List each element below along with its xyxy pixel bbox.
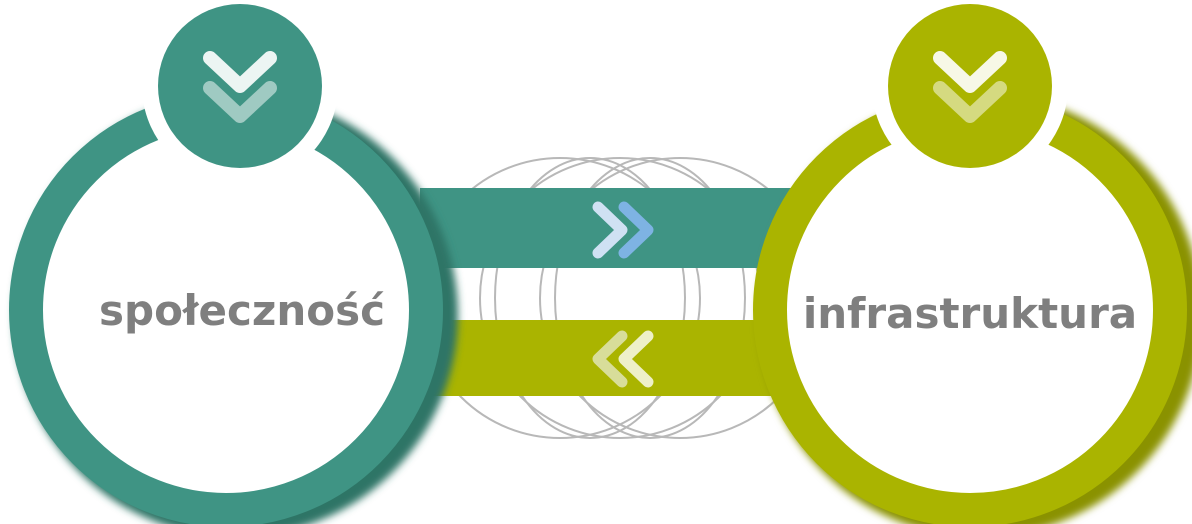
orbit-ring [494, 157, 686, 439]
right-node: infrastruktura [753, 0, 1192, 524]
connector-left-to-right [420, 188, 800, 268]
left-node-label: społeczność [99, 286, 385, 335]
connector-band-top [420, 188, 800, 268]
left-node: społeczność [9, 0, 458, 524]
double-chevron-down-icon [203, 51, 277, 123]
double-chevron-right-icon [592, 201, 654, 259]
double-chevron-left-icon [592, 330, 654, 388]
right-node-label: infrastruktura [803, 289, 1137, 338]
double-chevron-down-icon [933, 51, 1007, 123]
connector-band-bottom [420, 320, 800, 396]
orbit-ring [554, 157, 746, 439]
connector-right-to-left [420, 320, 800, 396]
